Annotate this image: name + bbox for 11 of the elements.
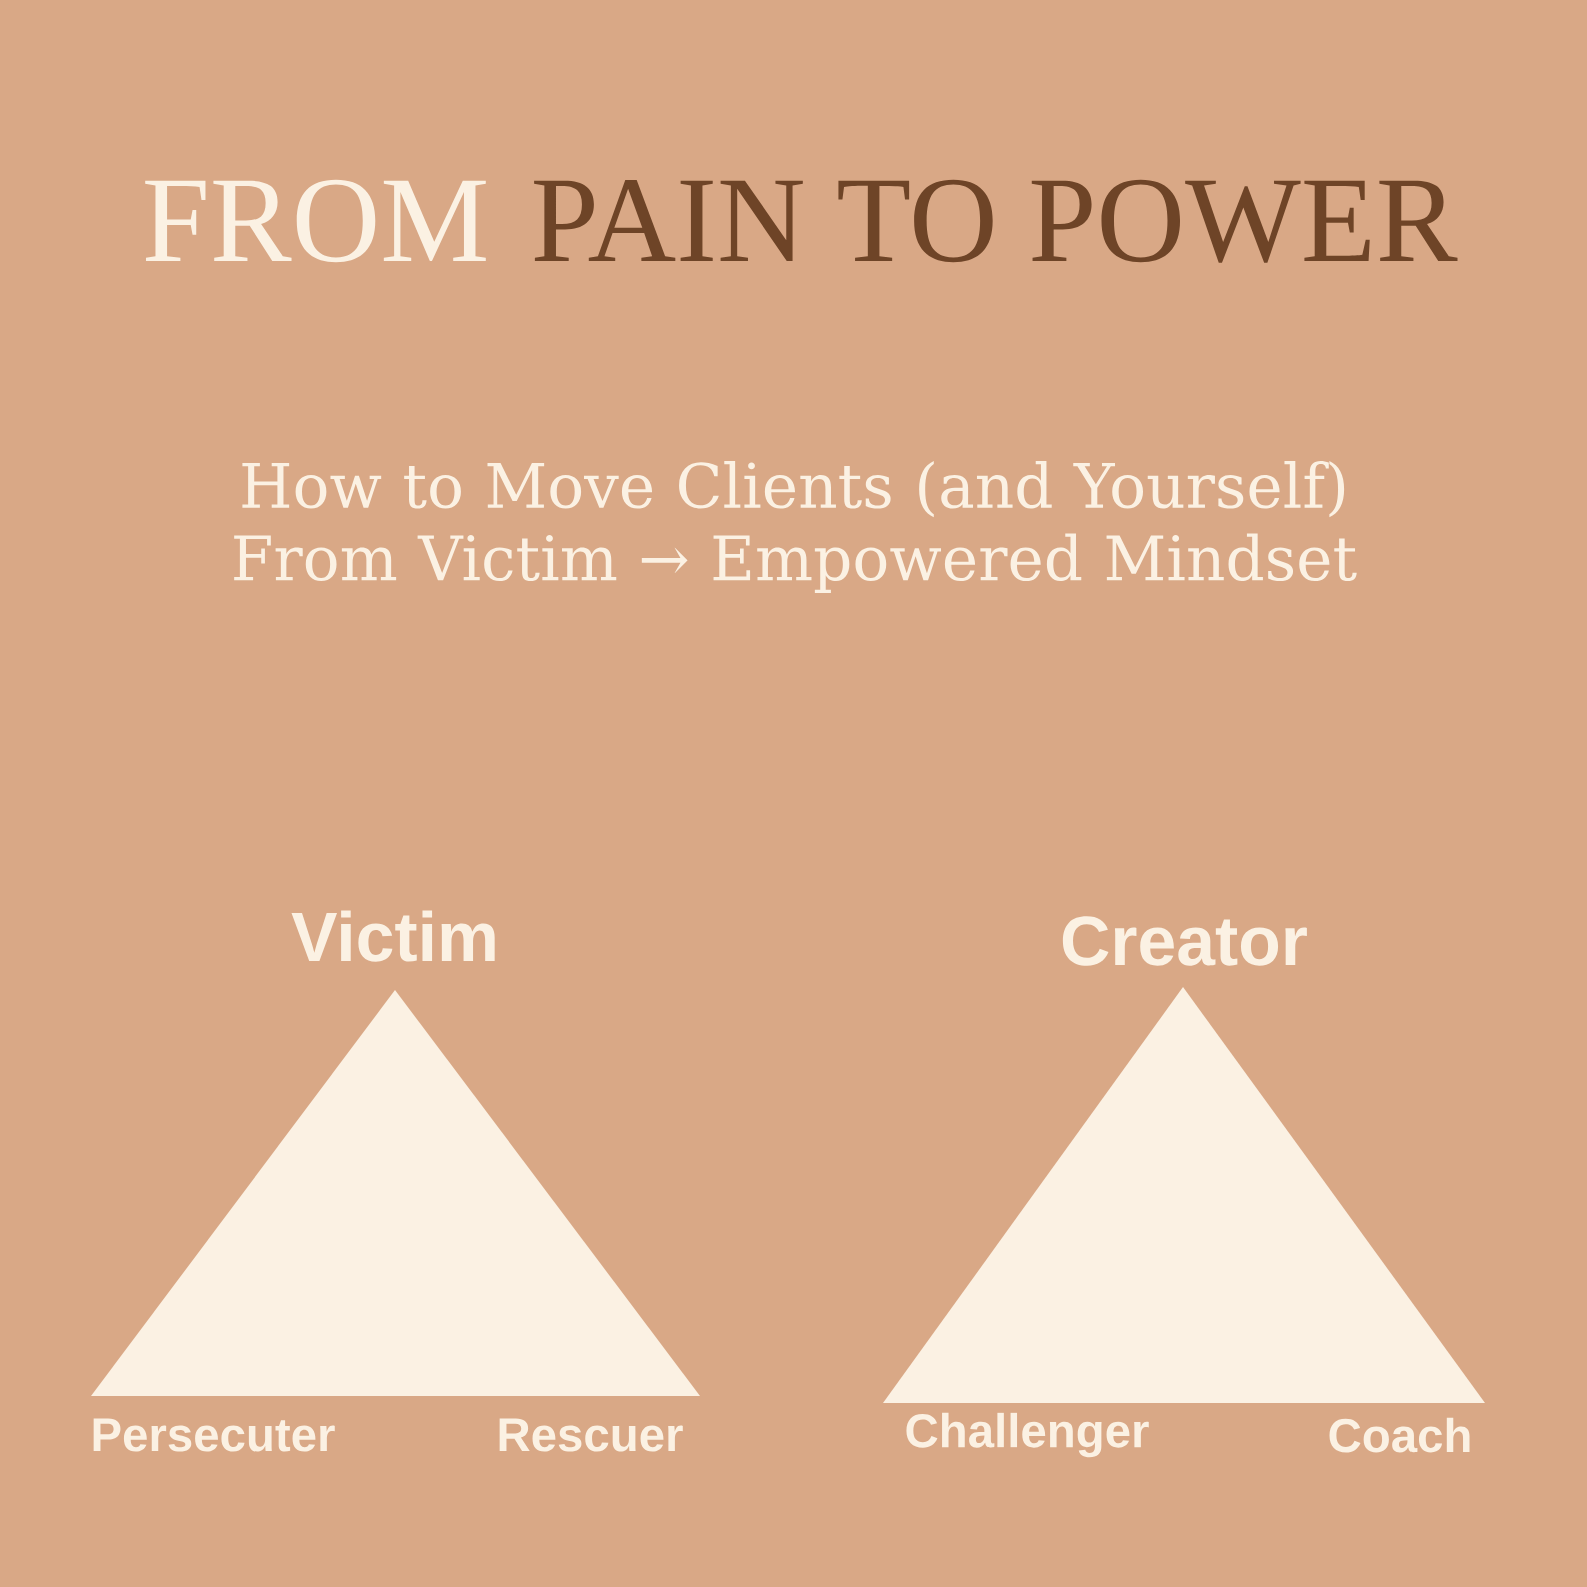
triangle-heading: Creator bbox=[1062, 916, 1307, 966]
title-text: FROM bbox=[145, 179, 486, 263]
corner-label: Challenger bbox=[906, 1412, 1149, 1458]
triangle-heading: Victim bbox=[291, 910, 495, 962]
corner-label: Persecuter bbox=[93, 1418, 335, 1452]
subtitle-text: How to Move Clients (and Yourself) From Victim → Empowered Mindset bbox=[234, 461, 1357, 593]
corner-label: Rescuer bbox=[499, 1418, 683, 1452]
triangle bbox=[883, 987, 1485, 1403]
triangle bbox=[91, 990, 700, 1396]
title-text: PAIN TO POWER bbox=[534, 179, 1458, 263]
corner-label: Coach bbox=[1329, 1417, 1470, 1453]
